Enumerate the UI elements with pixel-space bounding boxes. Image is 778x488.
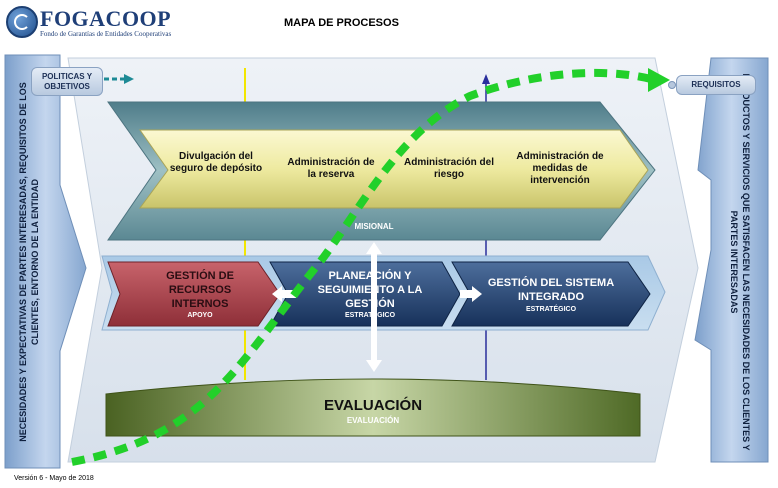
evaluation-subtitle: EVALUACIÓN: [346, 416, 400, 425]
support-text: GESTIÓN DE RECURSOS INTERNOS APOYO: [140, 266, 260, 322]
logo-subtitle: Fondo de Garantías de Entidades Cooperat…: [40, 30, 172, 38]
blue-arrowhead: [482, 74, 490, 84]
requirements-badge: REQUISITOS: [676, 75, 756, 95]
evaluation-box: [105, 378, 641, 437]
process-riesgo: Administración del riesgo: [403, 157, 494, 180]
strategic-2-text: GESTIÓN DEL SISTEMA INTEGRADO ESTRATÉGIC…: [478, 266, 624, 322]
left-input-panel: NECESIDADES Y EXPECTATIVAS DE PARTES INT…: [9, 62, 49, 462]
output-arrow: [694, 57, 769, 463]
support-subtitle: APOYO: [187, 312, 213, 319]
process-divulgacion: Divulgación del seguro de depósito: [169, 151, 263, 174]
right-output-label: PRODUCTOS Y SERVICIOS QUE SATISFACEN LAS…: [729, 73, 751, 451]
double-arrow-left: [272, 286, 296, 302]
requirements-label: REQUISITOS: [691, 80, 741, 89]
logo-name: FOGACOOP: [40, 6, 172, 31]
policies-label: POLITICAS Y OBJETIVOS: [41, 71, 93, 91]
policies-badge: POLITICAS Y OBJETIVOS: [31, 67, 103, 96]
process-arrow: [139, 129, 649, 209]
strategic-1-subtitle: ESTRATÉGICO: [344, 312, 396, 319]
fogacoop-logo-icon: [6, 6, 38, 38]
flow-dashed-curve: [71, 68, 657, 466]
flow-arrowhead: [648, 68, 670, 92]
strategic-1-title: PLANEACIÓN Y SEGUIMIENTO A LA GESTIÓN: [317, 270, 423, 310]
support-box: [107, 261, 281, 327]
right-output-panel: PRODUCTOS Y SERVICIOS QUE SATISFACEN LAS…: [713, 62, 767, 462]
policies-arrowhead: [124, 74, 134, 84]
vertical-arrow-down-head: [366, 360, 382, 372]
strategic-2-title: GESTIÓN DEL SISTEMA INTEGRADO: [487, 276, 615, 303]
arrow-right: [460, 286, 482, 302]
left-input-label: NECESIDADES Y EXPECTATIVAS DE PARTES INT…: [18, 82, 40, 442]
requirements-bullet-icon: [668, 81, 676, 89]
page-title: MAPA DE PROCESOS: [284, 17, 399, 29]
version-label: Versión 6 - Mayo de 2018: [14, 475, 94, 482]
process-reserva: Administración de la reserva: [287, 157, 375, 180]
strategic-2-subtitle: ESTRATÉGICO: [525, 305, 577, 313]
evaluation-text: EVALUACIÓN EVALUACIÓN: [300, 394, 446, 428]
evaluation-title: EVALUACIÓN: [323, 397, 423, 414]
support-title: GESTIÓN DE RECURSOS INTERNOS: [166, 270, 234, 310]
misional-label: MISIONAL: [354, 222, 394, 231]
process-intervencion: Administración de medidas de intervenció…: [516, 151, 604, 186]
vertical-arrow-up-head: [366, 242, 382, 254]
strategic-1-text: PLANEACIÓN Y SEGUIMIENTO A LA GESTIÓN ES…: [300, 264, 440, 324]
